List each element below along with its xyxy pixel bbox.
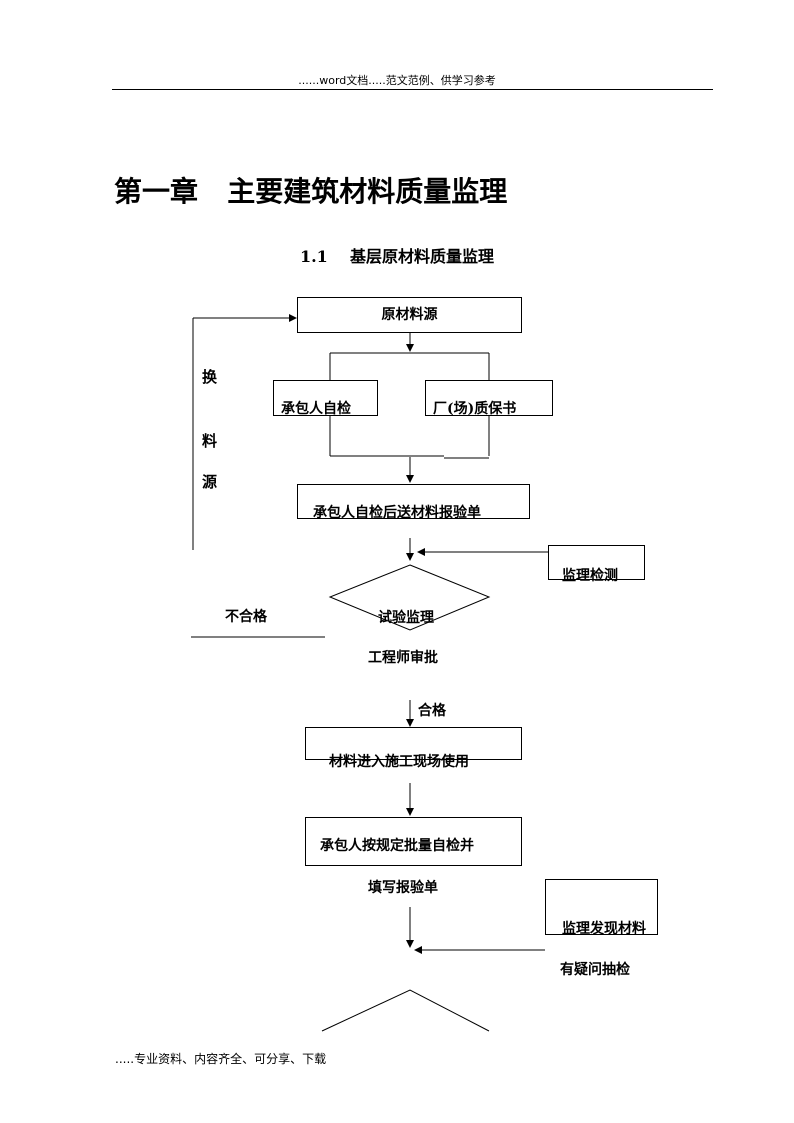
doubtful-sampling-label: 有疑问抽检 [560, 962, 630, 978]
fill-report-label: 填写报验单 [368, 880, 438, 896]
page-footer: .....专业资料、内容齐全、可分享、下载 [115, 1052, 327, 1066]
test-supervision-label: 试验监理 [378, 610, 434, 626]
self-check-box [273, 380, 378, 416]
unqualified-label: 不合格 [225, 609, 267, 625]
decision-diamond [328, 564, 491, 631]
batch-self-check-box [305, 817, 522, 866]
page-header: ......word文档.....范文范例、供学习参考 [298, 74, 496, 87]
supervision-test-box [548, 545, 645, 580]
self-check-label: 承包人自检 [281, 401, 351, 417]
chapter-title: 第一章 主要建筑材料质量监理 [114, 175, 508, 208]
warranty-label: 厂(场)质保书 [433, 401, 517, 417]
raw-source-box [297, 297, 522, 333]
report-form-label: 承包人自检后送材料报验单 [313, 505, 481, 521]
change-source-char-1: 换 [202, 368, 218, 386]
change-source-char-2: 料 [202, 432, 218, 450]
qualified-label: 合格 [418, 703, 446, 719]
supervision-find-box [545, 879, 658, 935]
decision-diamond-partial [321, 989, 490, 1032]
batch-self-check-label: 承包人按规定批量自检并 [320, 838, 474, 854]
warranty-box [425, 380, 553, 416]
raw-source-label: 原材料源 [381, 307, 438, 323]
change-source-char-3: 源 [202, 473, 218, 491]
enter-site-box [305, 727, 522, 760]
section-title: 1.1 基层原材料质量监理 [299, 247, 495, 266]
header-rule [112, 89, 713, 90]
supervision-test-label: 监理检测 [562, 568, 618, 584]
supervision-find-label: 监理发现材料 [562, 921, 646, 937]
report-form-box [297, 484, 530, 519]
enter-site-label: 材料进入施工现场使用 [329, 754, 469, 770]
engineer-approval-label: 工程师审批 [368, 650, 438, 666]
